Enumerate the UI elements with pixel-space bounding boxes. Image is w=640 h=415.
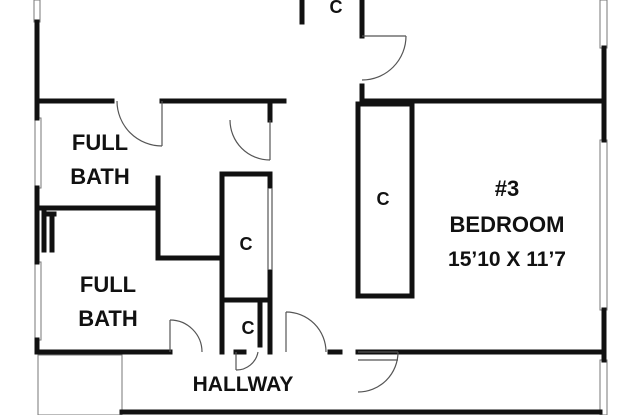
bedroom-number: #3 <box>495 176 519 201</box>
window-top-left <box>33 0 41 23</box>
full-bath-2-line-1: FULL <box>80 272 136 297</box>
full-bath-2-line-2: BATH <box>78 306 137 331</box>
hallway-label: HALLWAY <box>193 373 294 396</box>
closet-a-label: C <box>240 234 253 254</box>
full-bath-1-line-1: FULL <box>72 130 128 155</box>
bedroom-name: BEDROOM <box>450 212 565 237</box>
closet-b-label: C <box>242 318 255 338</box>
window-top-right <box>599 0 608 49</box>
window-bottom-left <box>37 354 123 415</box>
closet-bedroom-label: C <box>377 189 390 209</box>
window-bath-2 <box>34 261 42 341</box>
window-bedroom <box>599 139 608 311</box>
window-bottom-right <box>599 359 608 415</box>
windows <box>33 0 608 415</box>
full-bath-1-line-2: BATH <box>70 164 129 189</box>
window-bath-1 <box>34 117 42 189</box>
closet-top-label: C <box>330 0 343 17</box>
doors <box>116 35 407 393</box>
bedroom-size: 15’10 X 11’7 <box>448 248 566 271</box>
walls <box>34 0 607 415</box>
